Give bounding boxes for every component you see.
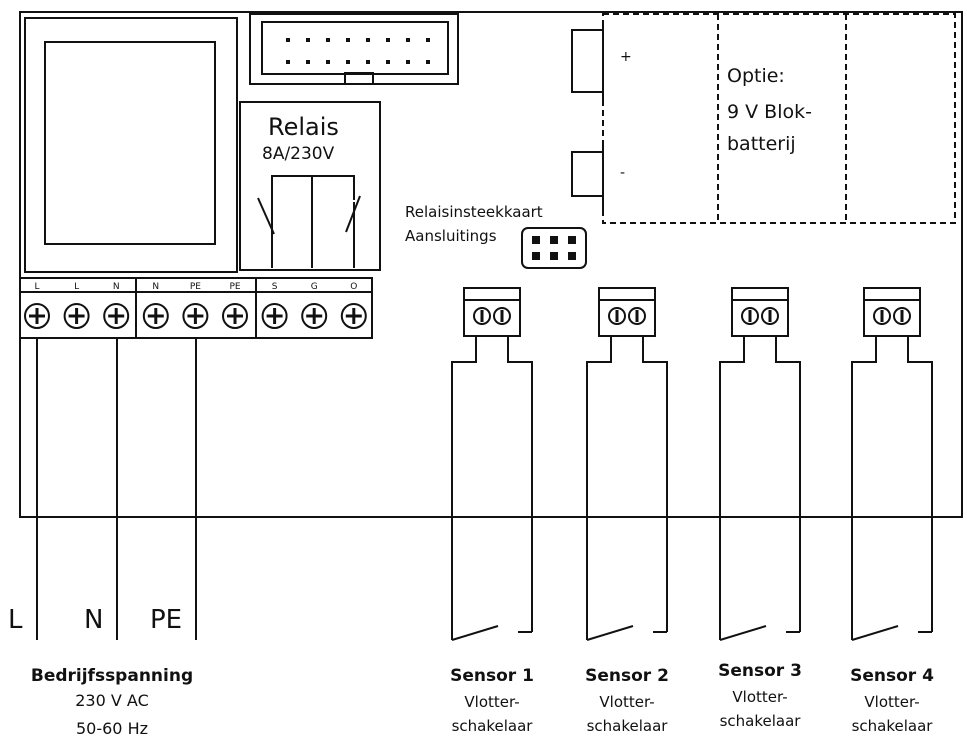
terminal-label: G (311, 282, 318, 292)
terminal-label: PE (190, 282, 201, 292)
terminal-labels: L L N N PE PE S G O (34, 282, 357, 292)
terminal-screw (142, 303, 169, 329)
sensor-1-assembly (451, 287, 533, 641)
sensor-3-type-line1: Vlotter- (732, 688, 788, 706)
relay-box (239, 101, 381, 271)
relay-title: Relais (268, 113, 339, 141)
relay-card-label-line2: Aansluitings (405, 227, 497, 245)
terminal-label: L (34, 282, 39, 292)
terminal-screws (24, 303, 367, 329)
terminal-screw (103, 303, 130, 329)
ribbon-pin (326, 60, 330, 64)
battery-contact-minus (571, 140, 604, 210)
sensor-3-name: Sensor 3 (718, 661, 802, 681)
sensor-1-type-line2: schakelaar (451, 717, 533, 735)
terminal-label: N (152, 282, 159, 292)
sensor-3-type-line2: schakelaar (719, 712, 801, 730)
ribbon-pin (286, 60, 290, 64)
sensor-4-name: Sensor 4 (850, 666, 934, 686)
sensor-1-type-line1: Vlotter- (464, 693, 520, 711)
wire-label-N: N (84, 605, 104, 635)
relay-rating: 8A/230V (262, 144, 335, 164)
transformer-inner (44, 41, 216, 245)
sensor-2-name: Sensor 2 (585, 666, 669, 686)
ribbon-pin (406, 38, 410, 42)
battery-plus-sign: + (620, 49, 632, 65)
ribbon-connector-pins (286, 38, 430, 64)
battery-label-line1: Optie: (727, 65, 785, 87)
transformer-outer (24, 17, 238, 273)
ribbon-pin (426, 60, 430, 64)
terminal-label: O (350, 282, 357, 292)
ribbon-pin (306, 60, 310, 64)
sensor-3-assembly (719, 287, 801, 641)
terminal-screw (63, 303, 90, 329)
ribbon-pin (326, 38, 330, 42)
ribbon-pin (386, 60, 390, 64)
sensor-1-name: Sensor 1 (450, 666, 534, 686)
terminal-label: S (272, 282, 278, 292)
terminal-screw (24, 303, 50, 329)
relay-card-connector (521, 227, 587, 269)
ribbon-pin (306, 38, 310, 42)
power-frequency: 50-60 Hz (75, 719, 149, 738)
terminal-screw (340, 303, 367, 329)
sensor-2-assembly (586, 287, 668, 641)
relay-card-pins (532, 236, 576, 260)
battery-holder (602, 13, 956, 224)
terminal-screw (301, 303, 328, 329)
sensor-2-type-line2: schakelaar (586, 717, 668, 735)
ribbon-pin (386, 38, 390, 42)
battery-minus-sign: - (620, 165, 626, 181)
terminal-screw (261, 303, 288, 329)
terminal-screw (222, 303, 248, 329)
sensor-4-type-line1: Vlotter- (864, 693, 920, 711)
ribbon-pin (346, 38, 350, 42)
battery-contact-plus (571, 20, 604, 102)
power-voltage: 230 V AC (75, 691, 149, 710)
battery-label-line2: 9 V Blok- (727, 101, 812, 123)
sensor-4-assembly (851, 287, 933, 641)
relay-contacts-symbol (257, 175, 361, 268)
terminal-label: N (113, 282, 120, 292)
power-title: Bedrijfsspanning (30, 666, 194, 686)
sensor-2-type-line1: Vlotter- (599, 693, 655, 711)
ribbon-pin (346, 60, 350, 64)
wire-label-PE: PE (150, 605, 183, 635)
ribbon-pin (366, 60, 370, 64)
ribbon-pin (366, 38, 370, 42)
battery-label-line3: batterij (727, 133, 796, 155)
ribbon-pin (426, 38, 430, 42)
wire-label-L: L (8, 605, 23, 635)
circuit-board (19, 11, 963, 518)
terminal-screw (182, 303, 209, 329)
ribbon-pin (406, 60, 410, 64)
terminal-label: L (74, 282, 79, 292)
sensor-4-type-line2: schakelaar (851, 717, 933, 735)
sensor-assemblies (451, 287, 933, 641)
relay-card-label-line1: Relaisinsteekkaart (405, 203, 543, 221)
terminal-label: PE (229, 282, 240, 292)
ribbon-pin (286, 38, 290, 42)
ribbon-connector (249, 13, 459, 85)
